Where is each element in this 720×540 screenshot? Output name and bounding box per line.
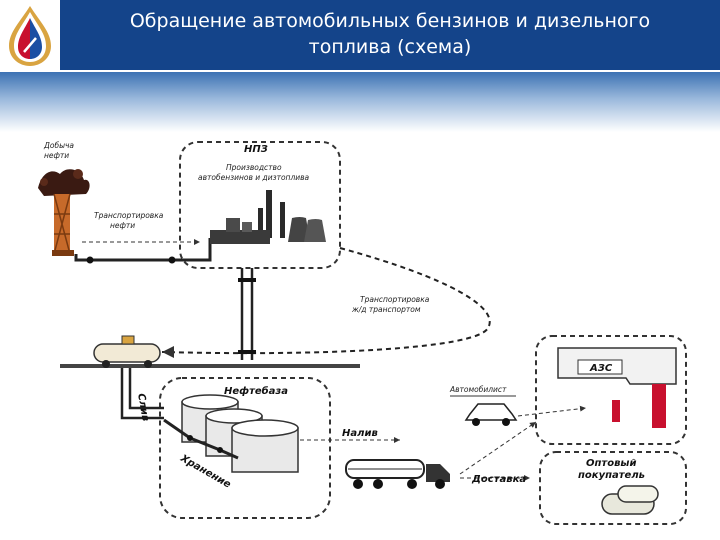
company-logo-icon [9,6,51,66]
label-refinery: НПЗ [244,144,268,155]
label-oil-transport-2: нефти [110,221,135,230]
oil-pipeline [74,238,212,262]
wholesale-tanks-icon [601,485,659,515]
wholesale-buyer-zone-outline [539,451,687,525]
label-storage: Хранение [178,453,233,491]
label-oil-extraction-2: нефти [44,151,69,160]
rail-tank-car-icon [93,335,161,368]
label-rail-transport-2: ж/д транспортом [351,305,421,314]
oil-depot-zone-outline [159,377,331,519]
label-gas-station: АЗС [589,363,613,374]
label-rail-transport-1: Транспортировка [360,295,430,304]
label-oil-depot: Нефтебаза [224,385,288,397]
label-motorist: Автомобилист [449,385,507,394]
label-production-1: Производство [226,163,282,172]
refinery-zone-outline [179,141,341,269]
fuel-circulation-diagram: Добыча нефти Транспортировка нефти НПЗ П… [30,138,690,528]
label-wholesale-buyer-2: покупатель [578,470,645,481]
title-line-1: Обращение автомобильных бензинов и дизел… [129,10,651,32]
fuel-tanker-truck-icon [345,459,450,489]
title-bar: Обращение автомобильных бензинов и дизел… [60,0,720,70]
diagram-canvas: Добыча нефти Транспортировка нефти НПЗ П… [38,141,687,525]
delivery-to-station-arrow [459,421,537,475]
label-oil-extraction-1: Добыча [43,141,74,150]
label-oil-transport-1: Транспортировка [94,211,164,220]
label-delivery: Доставка [471,474,526,485]
gas-station-zone-outline [535,335,687,445]
page-title: Обращение автомобильных бензинов и дизел… [60,8,720,60]
label-drain: Слив [135,393,151,422]
label-wholesale-buyer-1: Оптовый [586,458,636,469]
oil-derrick-icon [38,169,90,256]
label-loading: Налив [342,428,378,439]
rail-route-arrow [163,247,491,355]
rail-track [60,364,360,368]
label-production-2: автобензинов и дизтоплива [198,173,310,182]
car-icon [464,403,518,426]
decorative-gradient-band [0,72,720,132]
drain-pipe [120,368,164,420]
motorist-to-station-arrow [517,405,587,417]
logo [0,0,60,72]
storage-tanks-icon [163,394,299,473]
title-line-2: топлива (схема) [308,36,472,58]
gas-station-icon [557,347,677,428]
header: Обращение автомобильных бензинов и дизел… [0,0,720,72]
refinery-plant-icon [210,190,326,244]
refinery-outlet-pipe [240,268,254,360]
